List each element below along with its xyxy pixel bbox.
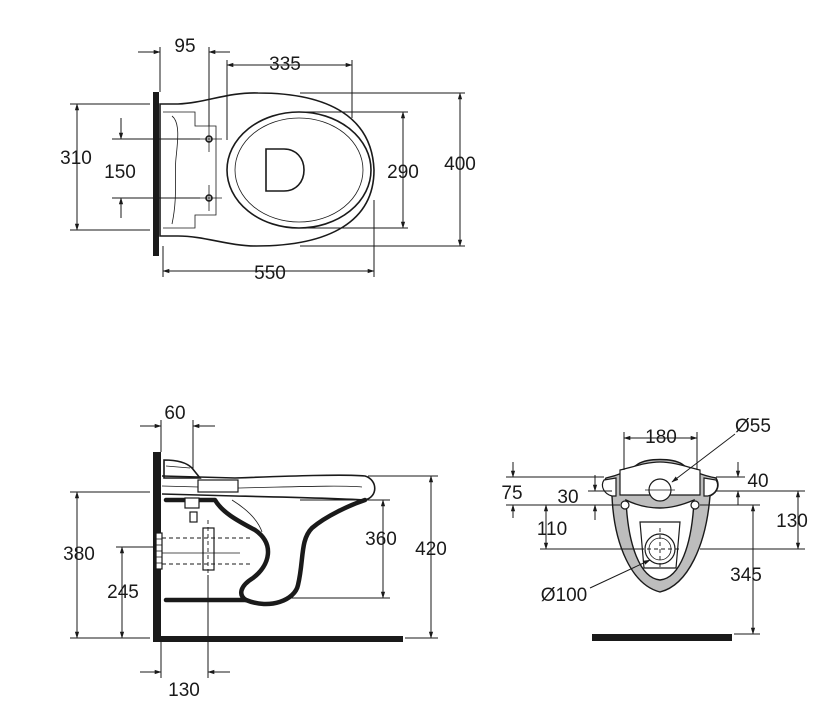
- top-view: 95 335 310 150 290 400 550: [60, 36, 476, 284]
- dim-top-290: 290: [387, 162, 419, 183]
- dim-side-130: 130: [168, 680, 200, 701]
- side-hinge: [163, 459, 202, 479]
- top-seat-outer: [226, 111, 372, 229]
- dim-side-60: 60: [164, 403, 185, 424]
- top-bowl-outline: [159, 92, 375, 247]
- side-floor: [153, 636, 403, 642]
- dim-side-245: 245: [107, 582, 139, 603]
- dim-top-400: 400: [444, 154, 476, 175]
- dim-front-d100: Ø100: [541, 585, 587, 606]
- dim-side-360: 360: [365, 529, 397, 550]
- top-seat-inner: [234, 117, 364, 223]
- top-backplate: [163, 111, 217, 229]
- dim-front-d55: Ø55: [735, 416, 771, 437]
- side-outlet: [202, 527, 215, 571]
- front-floor: [592, 634, 732, 641]
- front-hole-left: [620, 500, 630, 510]
- dim-top-335: 335: [269, 54, 301, 75]
- dim-front-75: 75: [501, 483, 522, 504]
- dim-top-310: 310: [60, 148, 92, 169]
- dim-front-30: 30: [557, 487, 578, 508]
- side-view: 60 380 245 360 420 130: [63, 403, 447, 701]
- dim-top-95: 95: [174, 36, 195, 57]
- dim-front-345: 345: [730, 565, 762, 586]
- front-view: 180 Ø55 75 30 40 110 130 345: [501, 416, 808, 641]
- dim-top-150: 150: [104, 162, 136, 183]
- top-bowl-opening: [265, 148, 305, 192]
- top-wall: [153, 92, 159, 256]
- dim-front-130: 130: [776, 511, 808, 532]
- dim-front-110: 110: [537, 519, 567, 540]
- dim-side-420: 420: [415, 539, 447, 560]
- front-hole-right: [690, 500, 700, 510]
- dim-front-180: 180: [645, 427, 677, 448]
- dim-top-550: 550: [254, 263, 286, 284]
- dim-side-380: 380: [63, 544, 95, 565]
- side-seat: [161, 474, 376, 501]
- dim-front-40: 40: [747, 471, 768, 492]
